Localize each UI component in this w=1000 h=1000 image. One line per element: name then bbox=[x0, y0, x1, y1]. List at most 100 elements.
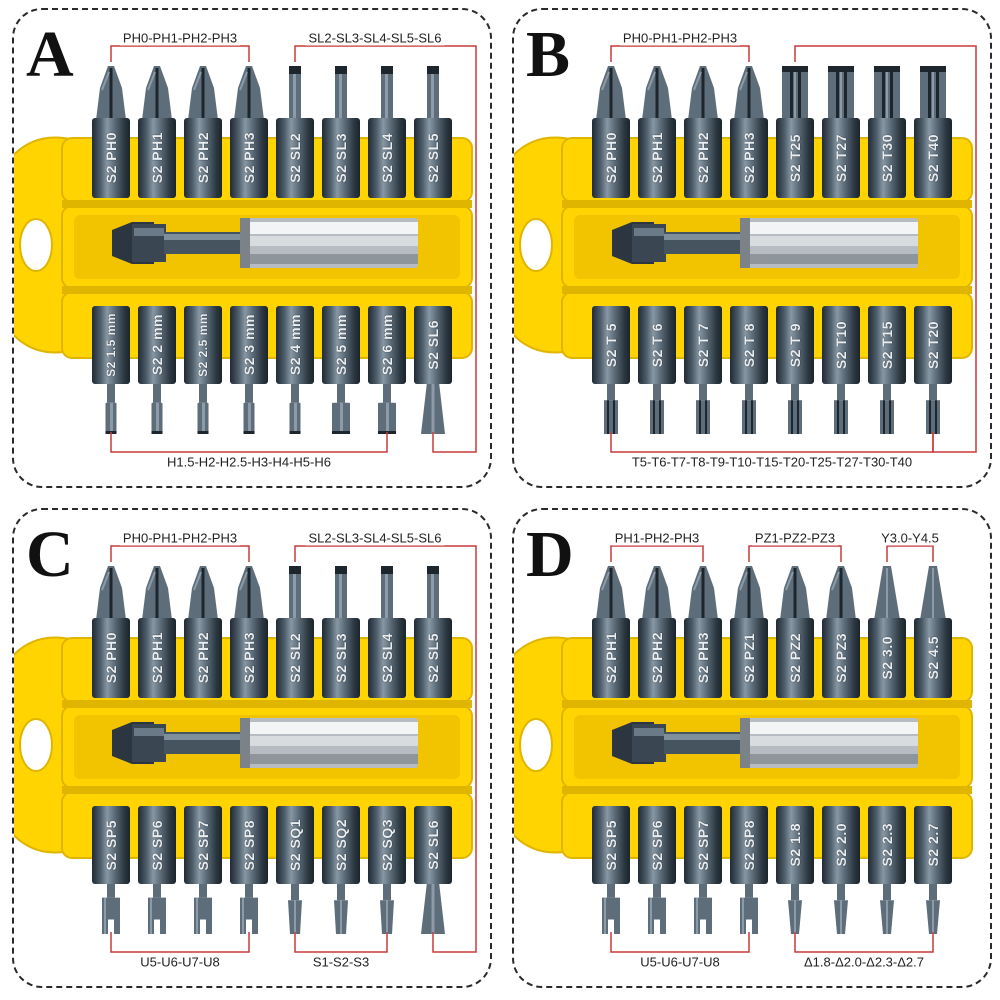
top-bit: S2 T25 bbox=[776, 10, 814, 486]
bottom-bit: S2 5 mm bbox=[322, 10, 360, 486]
bit-hex-shank: S2 1.5 mm bbox=[92, 306, 130, 384]
bottom-bit: S2 SP7 bbox=[184, 510, 222, 986]
bit-hex-shank: S2 SL3 bbox=[322, 618, 360, 698]
bottom-group-label: Δ1.8-Δ2.0-Δ2.3-Δ2.7 bbox=[800, 954, 928, 970]
top-bit: S2 PH1 bbox=[638, 10, 676, 486]
top-bit: S2 SL2 bbox=[276, 10, 314, 486]
bottom-bit: S2 SL6 bbox=[414, 510, 452, 986]
bit-tip-icon bbox=[188, 566, 218, 620]
bit-hex-shank: S2 PZ1 bbox=[730, 618, 768, 698]
bottom-bit: S2 2 mm bbox=[138, 10, 176, 486]
bit-tip-icon bbox=[334, 882, 348, 934]
panel-letter: B bbox=[526, 18, 571, 91]
bit-hex-shank: S2 PH2 bbox=[184, 118, 222, 198]
bottom-bit: S2 T 7 bbox=[684, 10, 722, 486]
bit-hex-shank: S2 SP7 bbox=[184, 806, 222, 884]
bit-hex-shank: S2 SP8 bbox=[230, 806, 268, 884]
bit-hex-shank: S2 T 8 bbox=[730, 306, 768, 384]
bottom-bit: S2 T20 bbox=[914, 10, 952, 486]
bottom-bit: S2 SL6 bbox=[414, 10, 452, 486]
top-bit: S2 PH2 bbox=[638, 510, 676, 986]
top-bit: S2 PH3 bbox=[230, 510, 268, 986]
bit-hex-shank: S2 SL2 bbox=[276, 618, 314, 698]
bit-hex-shank: S2 5 mm bbox=[322, 306, 360, 384]
bit-hex-shank: S2 T 5 bbox=[592, 306, 630, 384]
bit-tip-icon bbox=[188, 66, 218, 120]
bit-tip-icon bbox=[596, 66, 626, 120]
bit-hex-shank: S2 SP8 bbox=[730, 806, 768, 884]
bottom-bit: S2 2.0 bbox=[822, 510, 860, 986]
top-bit: S2 4.5 bbox=[914, 510, 952, 986]
bit-tip-icon bbox=[642, 66, 672, 120]
bit-hex-shank: S2 T20 bbox=[914, 306, 952, 384]
top-bit: S2 PH1 bbox=[138, 510, 176, 986]
bit-hex-shank: S2 T25 bbox=[776, 118, 814, 198]
magnetic-bit-holder bbox=[112, 218, 418, 268]
bottom-bit: S2 T10 bbox=[822, 10, 860, 486]
bit-hex-shank: S2 T30 bbox=[868, 118, 906, 198]
bit-tip-icon bbox=[142, 566, 172, 620]
bit-hex-shank: S2 PH1 bbox=[592, 618, 630, 698]
bit-hex-shank: S2 T10 bbox=[822, 306, 860, 384]
bracket-lines bbox=[610, 545, 934, 953]
magnetic-bit-holder bbox=[612, 718, 918, 768]
bit-hex-shank: S2 PH2 bbox=[184, 618, 222, 698]
bit-tip-icon bbox=[289, 566, 301, 620]
bit-hex-shank: S2 PH2 bbox=[684, 118, 722, 198]
bit-hex-shank: S2 1.8 bbox=[776, 806, 814, 884]
bit-hex-shank: S2 SP5 bbox=[92, 806, 130, 884]
bit-hex-shank: S2 SQ2 bbox=[322, 806, 360, 884]
top-bit: S2 PZ1 bbox=[730, 510, 768, 986]
bit-hex-shank: S2 2.3 bbox=[868, 806, 906, 884]
bit-hex-shank: S2 SP6 bbox=[138, 806, 176, 884]
bit-set-panel-a: A S2 PH0 S2 PH1 bbox=[12, 8, 492, 488]
bit-tip-icon bbox=[926, 382, 940, 434]
bit-tip-icon bbox=[880, 382, 894, 434]
bit-tip-icon bbox=[243, 382, 255, 434]
top-group-label: SL2-SL3-SL4-SL5-SL6 bbox=[305, 30, 445, 46]
top-bit: S2 PH1 bbox=[138, 10, 176, 486]
top-bit: S2 PH0 bbox=[592, 10, 630, 486]
bit-hex-shank: S2 2.0 bbox=[822, 806, 860, 884]
bottom-bit: S2 6 mm bbox=[368, 10, 406, 486]
bit-tip-icon bbox=[289, 382, 301, 434]
bit-tip-icon bbox=[332, 382, 350, 434]
top-bit: S2 SL4 bbox=[368, 10, 406, 486]
bottom-bit: S2 SP6 bbox=[138, 510, 176, 986]
bit-tip-icon bbox=[782, 66, 808, 120]
bit-tip-icon bbox=[740, 882, 758, 934]
bit-tip-icon bbox=[151, 382, 163, 434]
top-bit: S2 PH1 bbox=[592, 510, 630, 986]
bottom-bit: S2 T 9 bbox=[776, 10, 814, 486]
top-bit: S2 T27 bbox=[822, 10, 860, 486]
bit-hex-shank: S2 PH3 bbox=[684, 618, 722, 698]
top-group-label: PH0-PH1-PH2-PH3 bbox=[119, 30, 241, 46]
top-bit: S2 PH2 bbox=[184, 510, 222, 986]
bit-hex-shank: S2 SL6 bbox=[414, 806, 452, 884]
top-group-label: PH0-PH1-PH2-PH3 bbox=[119, 530, 241, 546]
bit-tip-icon bbox=[874, 66, 900, 120]
bit-tip-icon bbox=[148, 882, 166, 934]
top-bit: S2 SL2 bbox=[276, 510, 314, 986]
bit-hex-shank: S2 PH3 bbox=[730, 118, 768, 198]
bit-hex-shank: S2 SL4 bbox=[368, 118, 406, 198]
bottom-bit: S2 1.5 mm bbox=[92, 10, 130, 486]
bottom-bit: S2 3 mm bbox=[230, 10, 268, 486]
bit-row-container: S2 PH0 S2 PH1 S2 PH2 S2 PH3 S2 SL2 S2 SL… bbox=[14, 10, 490, 486]
bit-tip-icon bbox=[380, 882, 394, 934]
bit-hex-shank: S2 PH3 bbox=[230, 618, 268, 698]
top-bit: S2 PH3 bbox=[684, 510, 722, 986]
bit-tip-icon bbox=[694, 882, 712, 934]
bottom-group-label: U5-U6-U7-U8 bbox=[637, 954, 723, 970]
bit-tip-icon bbox=[734, 566, 764, 620]
top-group-label: PH0-PH1-PH2-PH3 bbox=[619, 30, 741, 46]
bit-hex-shank: S2 SL2 bbox=[276, 118, 314, 198]
bottom-bit: S2 SP7 bbox=[684, 510, 722, 986]
bit-hex-shank: S2 PH0 bbox=[92, 618, 130, 698]
bit-tip-icon bbox=[734, 66, 764, 120]
bit-hex-shank: S2 2 mm bbox=[138, 306, 176, 384]
bottom-bit: S2 T15 bbox=[868, 10, 906, 486]
bottom-bit: S2 SP8 bbox=[230, 510, 268, 986]
